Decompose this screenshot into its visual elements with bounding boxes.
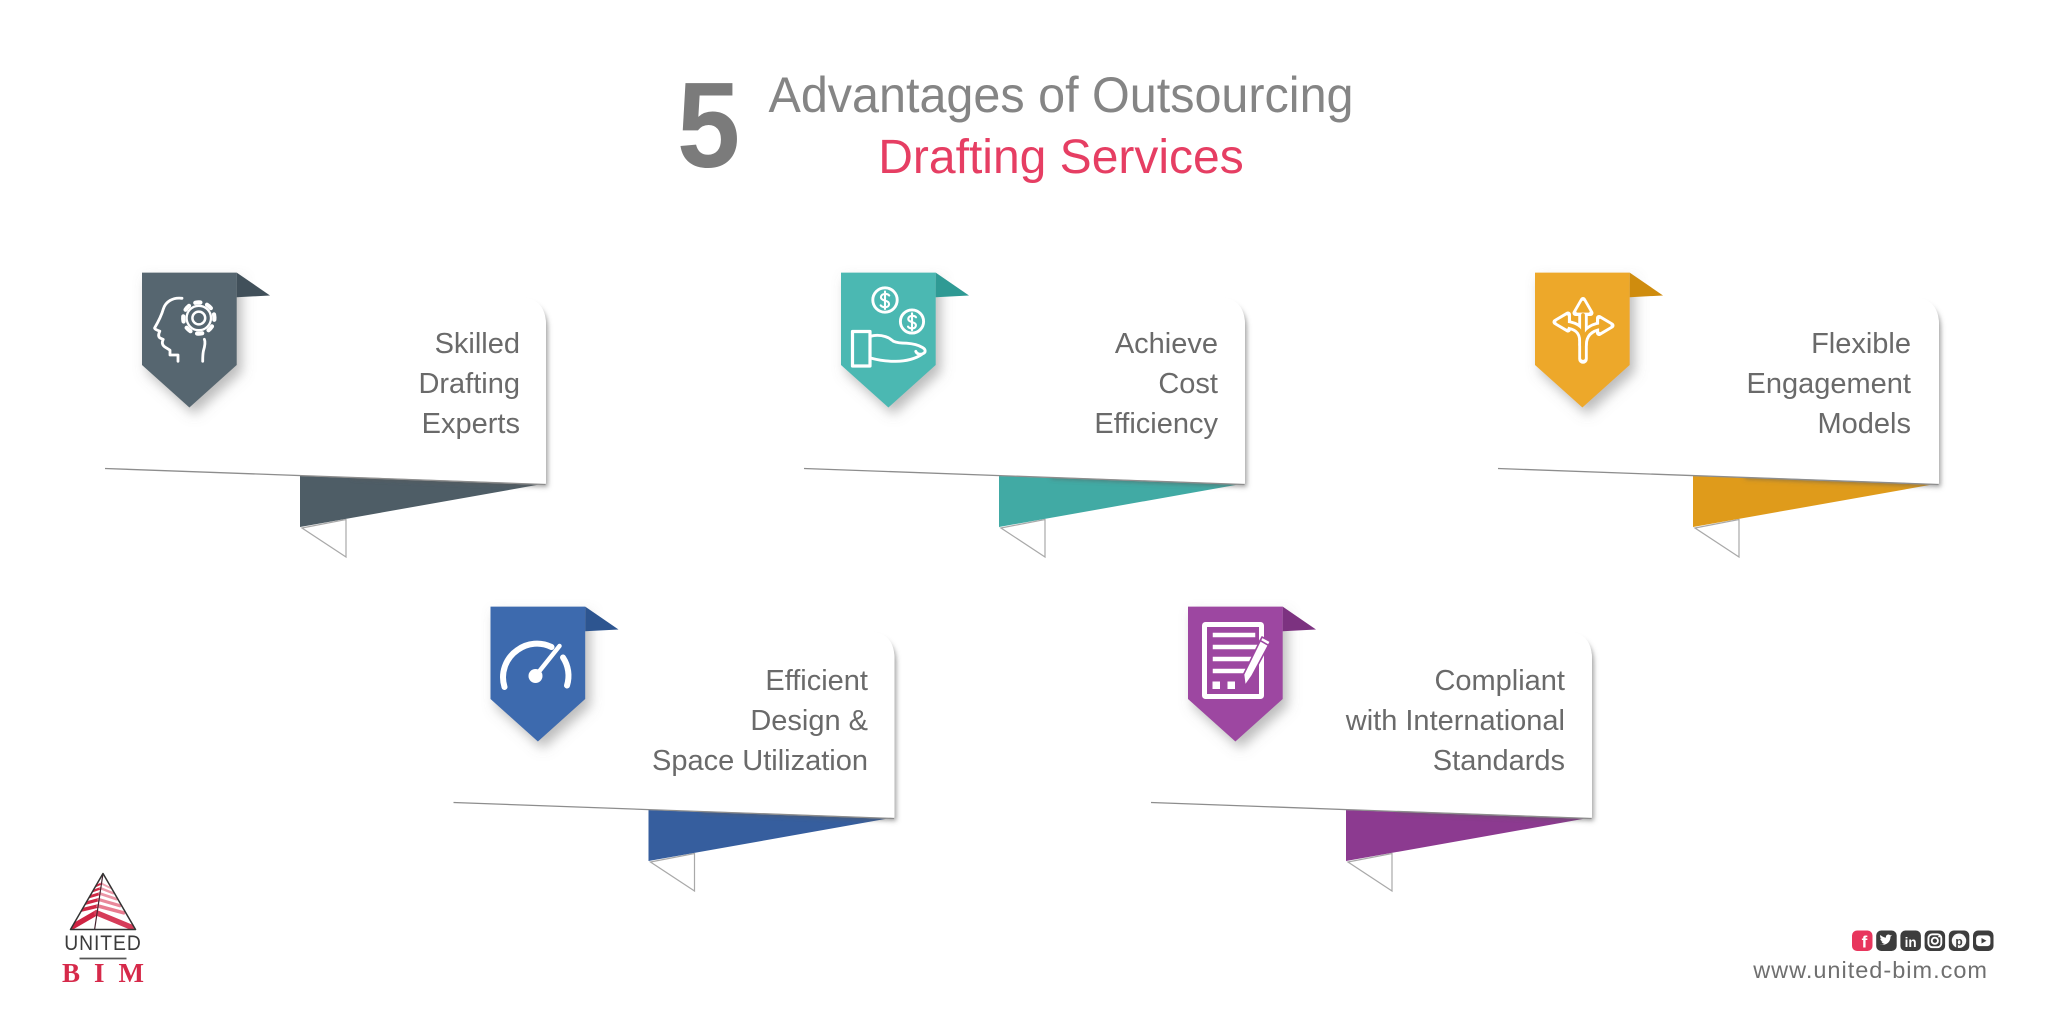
svg-text:f: f: [1862, 933, 1868, 952]
svg-text:p: p: [1955, 935, 1962, 949]
svg-text:in: in: [1905, 935, 1917, 950]
